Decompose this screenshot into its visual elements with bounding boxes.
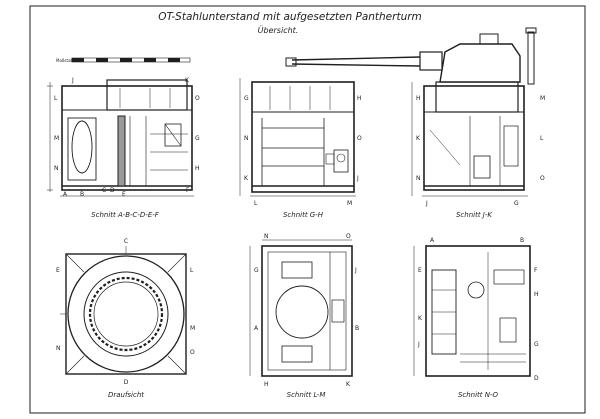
svg-text:A: A [430,237,435,244]
svg-text:F: F [534,267,538,274]
view-section-j-k [411,81,528,197]
svg-text:L: L [254,200,258,207]
caption-section-g-h: Schnitt G-H [283,211,324,219]
svg-text:E: E [122,191,126,198]
svg-text:H: H [534,291,539,298]
svg-text:K: K [418,315,423,322]
view-section-l-m [249,239,353,377]
svg-text:D: D [110,187,115,194]
caption-section-n-o: Schnitt N-O [458,391,499,399]
view-top-marks: C E L M N O D [56,238,195,386]
svg-text:J: J [356,175,359,182]
sheet-border [29,5,586,414]
svg-text:J: J [417,341,420,348]
svg-text:O: O [346,233,351,240]
svg-text:G: G [195,135,200,142]
view-section-n-o-marks: A B E F K H J G D [417,237,539,382]
svg-text:B: B [520,237,524,244]
caption-top: Draufsicht [108,391,144,399]
svg-text:G: G [254,267,259,274]
svg-text:C: C [102,187,106,194]
svg-text:O: O [357,135,362,142]
view-section-l-m-marks: N O G J A B H K [254,233,359,388]
caption-section-j-k: Schnitt J-K [456,211,493,219]
svg-text:B: B [80,191,84,198]
svg-text:M: M [54,135,59,142]
view-section-g-h-marks: G H N O K J L M [244,95,362,207]
caption-section-l-m: Schnitt L-M [287,391,326,399]
svg-text:A: A [254,325,259,332]
svg-text:H: H [264,381,269,388]
view-section-g-h [239,78,356,197]
svg-text:E: E [418,267,422,274]
svg-text:D: D [124,379,129,386]
svg-text:H: H [357,95,362,102]
svg-text:K: K [244,175,249,182]
svg-text:F: F [186,187,190,194]
caption-section-a-f: Schnitt A-B-C-D-E-F [91,211,160,219]
svg-text:N: N [264,233,269,240]
svg-text:M: M [190,325,195,332]
scale-bar: Maßstab [56,57,191,63]
svg-text:J: J [354,267,357,274]
svg-text:O: O [540,175,545,182]
svg-text:E: E [56,267,60,274]
svg-text:M: M [347,200,352,207]
svg-text:L: L [54,95,58,102]
svg-text:L: L [190,267,194,274]
drawing-title: OT-Stahlunterstand mit aufgesetzten Pant… [158,11,422,23]
view-top [60,246,187,375]
view-section-a-f-marks: A B C D E F L M N O G H J K [54,77,200,198]
svg-text:M: M [540,95,545,102]
svg-text:K: K [416,135,421,142]
svg-text:K: K [185,77,190,84]
scale-bar-label: Maßstab [56,58,74,63]
svg-text:N: N [56,345,61,352]
view-section-n-o [413,245,531,377]
svg-text:G: G [244,95,249,102]
svg-text:D: D [534,375,539,382]
svg-text:K: K [346,381,351,388]
svg-text:O: O [195,95,200,102]
drawing-subtitle: Übersicht. [258,25,299,35]
svg-text:G: G [534,341,539,348]
panther-turret-icon [285,27,537,85]
svg-text:N: N [416,175,421,182]
svg-text:N: N [244,135,249,142]
svg-text:G: G [514,200,519,207]
svg-text:H: H [416,95,421,102]
svg-text:L: L [540,135,544,142]
svg-text:O: O [190,349,195,356]
svg-text:J: J [71,77,74,84]
svg-text:A: A [63,191,68,198]
svg-text:J: J [425,200,428,207]
svg-text:C: C [124,238,128,245]
view-section-a-f [47,79,194,197]
svg-text:N: N [54,165,59,172]
svg-text:H: H [195,165,200,172]
svg-text:B: B [355,325,359,332]
view-section-j-k-marks: H M K L N O J G [416,95,545,207]
